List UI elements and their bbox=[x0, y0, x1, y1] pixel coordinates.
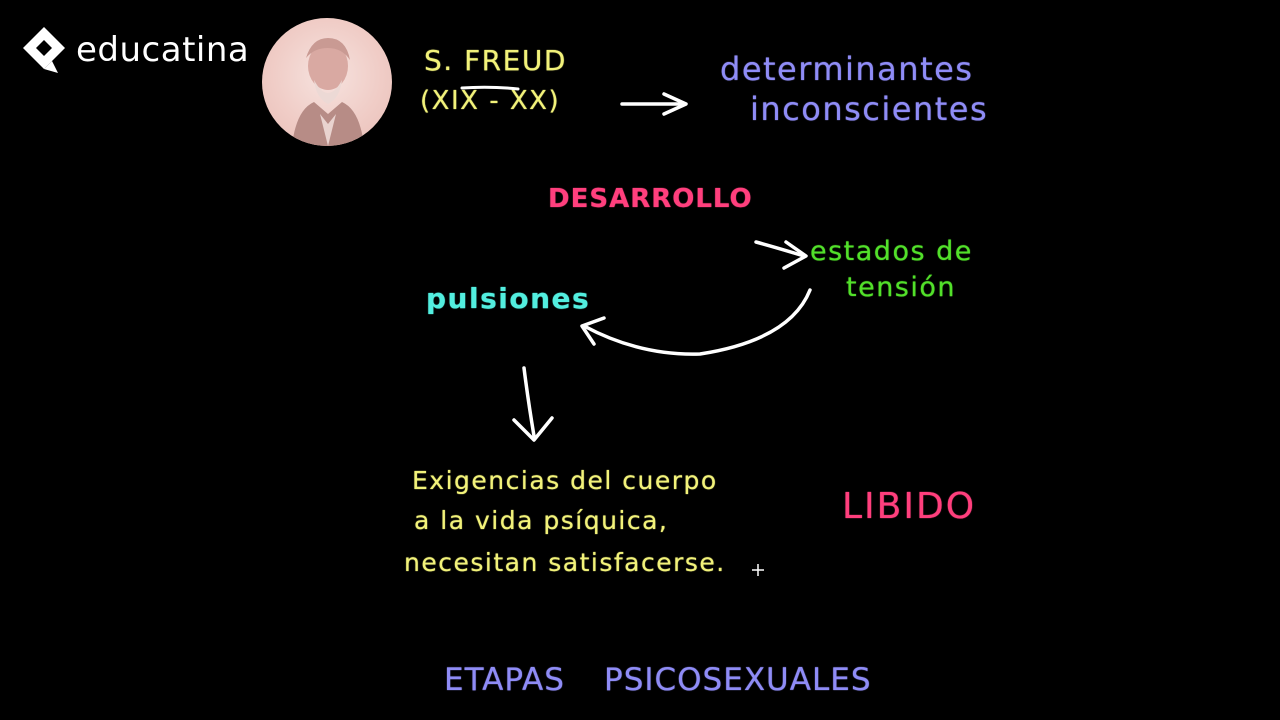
inconscientes-text: inconscientes bbox=[750, 90, 989, 128]
etapas-text: ETAPAS bbox=[444, 662, 565, 698]
freud-portrait bbox=[262, 18, 392, 146]
desarrollo-text: DESARROLLO bbox=[548, 184, 753, 214]
estados-text: estados de bbox=[810, 236, 973, 267]
freud-name-text: S. FREUD bbox=[424, 44, 567, 77]
tension-text: tensión bbox=[846, 272, 957, 303]
libido-text: LIBIDO bbox=[842, 486, 977, 527]
educatina-logo-icon bbox=[23, 27, 65, 73]
pen-cursor-icon bbox=[752, 564, 764, 576]
exigencias-line-2: a la vida psíquica, bbox=[414, 506, 669, 535]
educatina-logo: educatina bbox=[18, 24, 249, 76]
psicosexuales-text: PSICOSEXUALES bbox=[604, 662, 872, 698]
curved-arrow-icon bbox=[580, 288, 812, 356]
pulsiones-text: pulsiones bbox=[426, 282, 591, 315]
arrow-right-icon bbox=[620, 92, 688, 116]
determinantes-text: determinantes bbox=[720, 50, 974, 88]
exigencias-line-3: necesitan satisfacerse. bbox=[404, 548, 726, 577]
arrow-down-icon bbox=[512, 366, 554, 442]
arrow-into-estados-icon bbox=[754, 240, 808, 270]
freud-years-text: (XIX - XX) bbox=[420, 86, 561, 116]
exigencias-line-1: Exigencias del cuerpo bbox=[412, 466, 718, 495]
logo-text: educatina bbox=[76, 30, 250, 70]
freud-portrait-illustration bbox=[292, 38, 364, 146]
